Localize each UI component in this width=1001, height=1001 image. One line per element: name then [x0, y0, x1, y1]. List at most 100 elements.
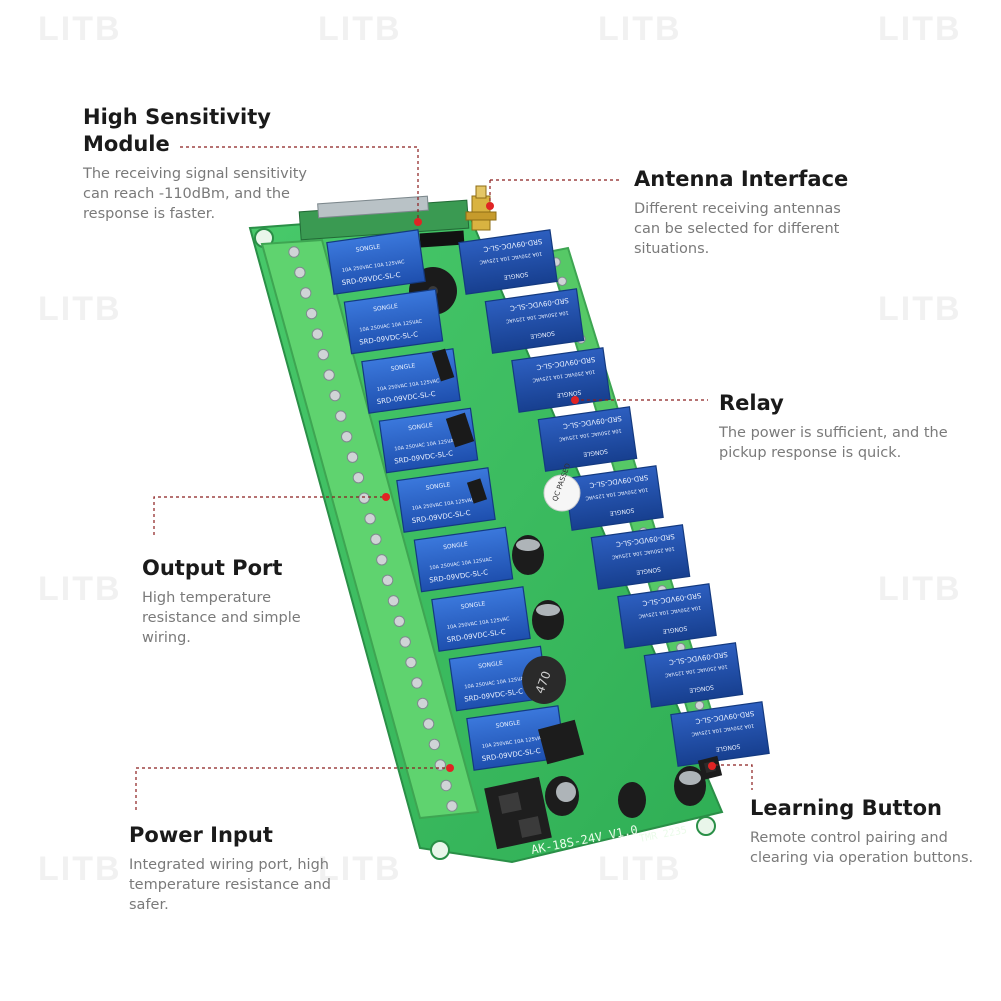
terminal-screw	[428, 738, 441, 751]
terminal-screw	[346, 451, 359, 463]
capacitor	[618, 782, 646, 818]
watermark: LITB	[878, 10, 962, 48]
callout-title: Output Port	[142, 556, 283, 580]
callout-title: Learning Button	[750, 796, 943, 820]
watermark: LITB	[878, 290, 962, 328]
terminal-screw	[422, 718, 435, 730]
marker-dot	[486, 202, 494, 210]
callout-description: Different receiving antennas can be sele…	[634, 201, 841, 257]
terminal-screw	[387, 595, 400, 607]
marker-dot	[414, 218, 422, 226]
callout-description: The power is sufficient, and the pickup …	[719, 425, 948, 461]
marker-dot	[571, 396, 579, 404]
svg-text:SONGLE: SONGLE	[529, 329, 555, 339]
leader-lines	[135, 146, 753, 810]
callout-title: High Sensitivity Module	[83, 105, 271, 156]
svg-text:SONGLE: SONGLE	[478, 660, 504, 670]
watermark: LITB	[318, 850, 402, 888]
terminal-screw	[434, 759, 446, 771]
receiver-connector	[317, 195, 429, 219]
terminal-screw	[376, 554, 388, 566]
terminal-screw	[341, 431, 353, 443]
terminal-screw	[417, 697, 429, 710]
terminal-screw	[440, 779, 452, 792]
terminal-screw	[370, 533, 382, 545]
callout-antenna-interface: Antenna Interface Different receiving an…	[634, 166, 854, 259]
capacitor	[532, 600, 564, 640]
terminal-screw	[300, 287, 312, 299]
watermark: LITB	[598, 850, 682, 888]
callout-title: Antenna Interface	[634, 167, 849, 191]
output-terminal-block	[260, 238, 480, 820]
terminal-screw	[364, 513, 376, 525]
terminal-screw	[317, 348, 329, 361]
terminal-screw	[311, 328, 324, 340]
qc-sticker: QC PASSED	[543, 462, 581, 512]
svg-text:SONGLE: SONGLE	[390, 362, 416, 372]
terminal-screw	[294, 266, 306, 279]
svg-text:SONGLE: SONGLE	[688, 683, 714, 693]
svg-text:SONGLE: SONGLE	[609, 506, 635, 516]
callout-description: Remote control pairing and clearing via …	[750, 830, 974, 866]
watermark: LITB	[38, 570, 122, 608]
terminal-screw	[393, 615, 405, 627]
svg-text:SONGLE: SONGLE	[408, 422, 434, 432]
terminal-screw	[288, 246, 300, 258]
callout-description: Integrated wiring port, high temperature…	[129, 857, 331, 913]
terminal-screw	[557, 276, 567, 286]
watermark: LITB	[38, 850, 122, 888]
ic-chip	[431, 348, 455, 382]
callout-description: The receiving signal sensitivity can rea…	[83, 166, 308, 222]
terminal-screw	[381, 574, 394, 586]
watermark: LITB	[878, 570, 962, 608]
capacitor	[674, 766, 706, 806]
svg-text:SONGLE: SONGLE	[443, 541, 469, 551]
terminal-screw	[335, 410, 347, 422]
power-input-terminal	[484, 776, 552, 850]
svg-text:SONGLE: SONGLE	[425, 481, 451, 491]
svg-text:SONGLE: SONGLE	[662, 624, 688, 634]
terminal-screw	[329, 389, 341, 402]
svg-text:SONGLE: SONGLE	[495, 719, 521, 729]
svg-text:SONGLE: SONGLE	[582, 447, 608, 457]
watermark: LITB	[598, 10, 682, 48]
antenna-connector	[465, 185, 497, 231]
svg-text:SONGLE: SONGLE	[373, 303, 399, 313]
terminal-screw	[352, 472, 365, 484]
terminal-screw	[411, 677, 423, 689]
inductor: 470	[522, 656, 566, 704]
callout-high-sensitivity-module: High Sensitivity Module The receiving si…	[83, 104, 318, 224]
terminal-screw	[405, 656, 417, 669]
marker-dot	[446, 764, 454, 772]
ic-chip	[466, 478, 488, 504]
ic-chip	[445, 412, 475, 448]
callout-power-input: Power Input Integrated wiring port, high…	[129, 822, 359, 915]
terminal-screw	[305, 307, 318, 320]
callout-output-port: Output Port High temperature resistance …	[142, 555, 332, 648]
terminal-screw	[446, 800, 458, 812]
terminal-screw	[358, 492, 370, 504]
marker-dot	[708, 762, 716, 770]
callout-title: Relay	[719, 391, 784, 415]
svg-text:SONGLE: SONGLE	[355, 243, 381, 253]
watermark: LITB	[318, 10, 402, 48]
voltage-regulator	[537, 719, 585, 765]
callout-description: High temperature resistance and simple w…	[142, 590, 301, 646]
watermark: LITB	[38, 290, 122, 328]
svg-text:SONGLE: SONGLE	[460, 600, 486, 610]
